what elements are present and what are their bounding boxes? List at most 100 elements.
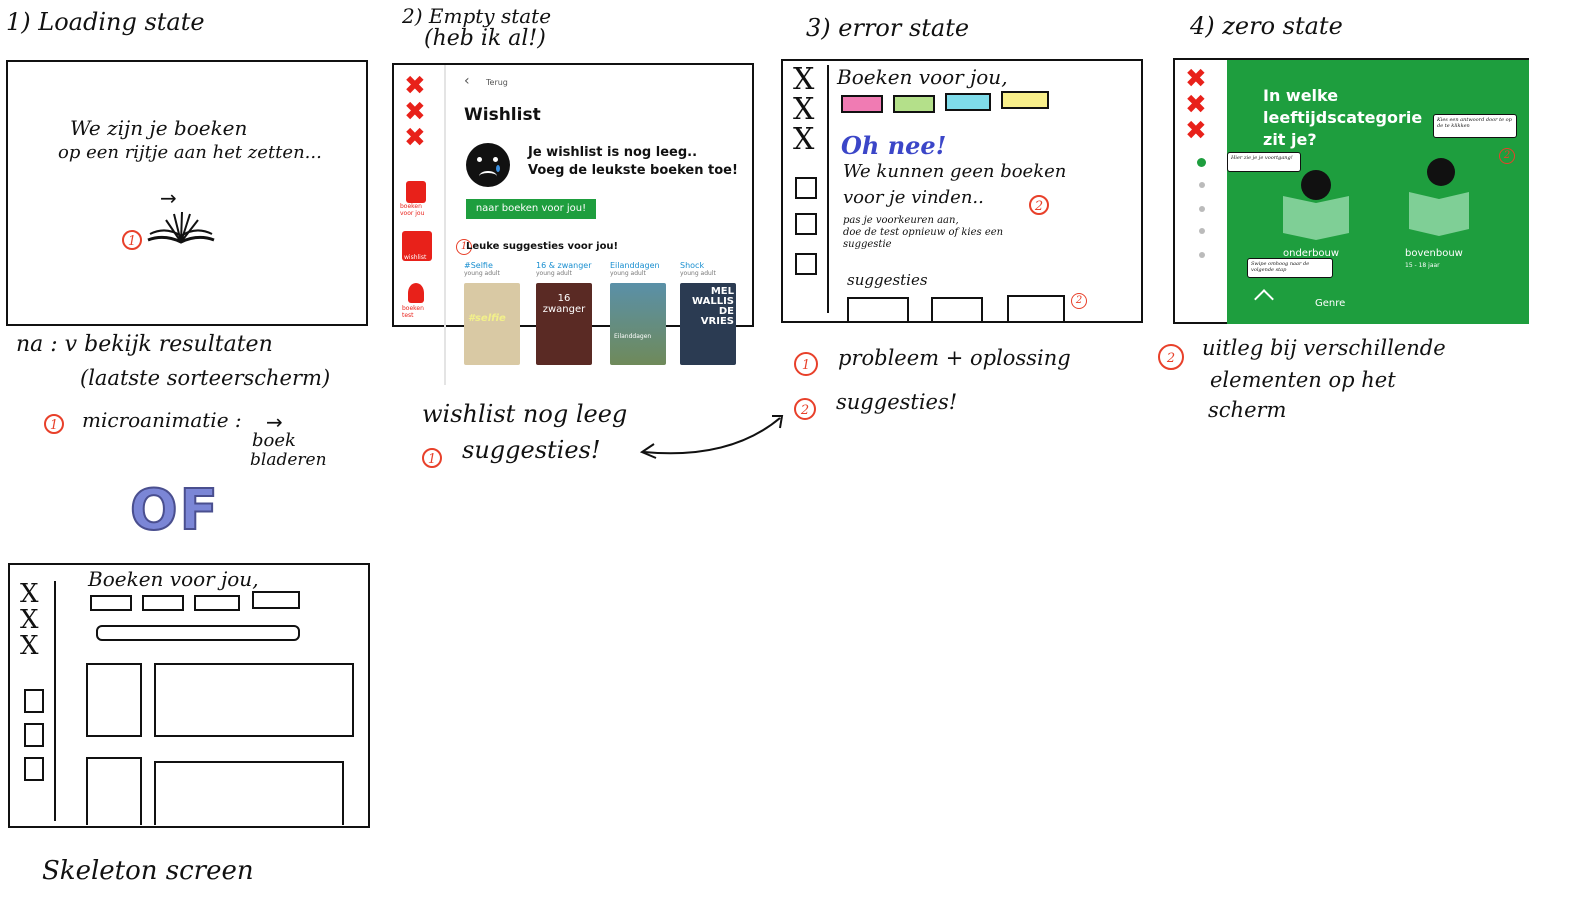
back-chevron-icon[interactable]: ‹ (464, 73, 470, 89)
marker-note3-1: 1 (794, 352, 818, 376)
empty-line-2: Voeg de leukste boeken toe! (528, 163, 738, 178)
micro-detail-2: bladeren (250, 450, 327, 470)
skeleton-caption: Skeleton screen (42, 856, 254, 886)
nav-test-icon[interactable] (408, 283, 424, 303)
book-title-2: 16 & zwanger (536, 261, 592, 270)
marker-zero: 2 (1499, 148, 1515, 164)
option-bovenbouw-sub: 15 - 18 jaar (1405, 262, 1440, 269)
genre-chip-3[interactable] (945, 93, 991, 111)
tooltip-bottom: Swipe omhoog naar de volgende stap (1247, 258, 1333, 278)
book-cover-1: #selfie (464, 283, 520, 365)
error-line-1: We kunnen geen boeken (843, 161, 1067, 182)
sidebar-divider (444, 65, 446, 385)
logo-x-z3: ✖ (1185, 116, 1207, 146)
marker-suggestions: 1 (456, 239, 472, 255)
sad-face-icon (466, 143, 510, 187)
suggestion-card-1[interactable] (847, 297, 909, 323)
marker-error-2: 2 (1029, 195, 1049, 215)
question-line-2: leeftijdscategorie (1263, 108, 1423, 127)
reader-book-icon-2 (1409, 192, 1469, 236)
option-bovenbouw[interactable] (1409, 156, 1473, 246)
book-title-1: #Selfie (464, 261, 493, 270)
skeleton-search-bar (96, 625, 300, 641)
progress-dot-5 (1199, 252, 1205, 258)
genre-chip-2[interactable] (893, 95, 935, 113)
hint-line-3: suggestie (843, 239, 892, 250)
loading-line-2: op een rijtje aan het zetten... (58, 142, 322, 163)
loading-state-frame: We zijn je boeken op een rijtje aan het … (6, 60, 368, 326)
wishlist-title: Wishlist (464, 105, 541, 125)
nav-label-test: boeken test (402, 305, 424, 319)
skeleton-nav-2 (24, 723, 44, 747)
skeleton-row1-thumb (86, 663, 142, 737)
progress-dot-4 (1199, 228, 1205, 234)
tooltip-left: Hier zie je je voortgang! (1227, 152, 1301, 172)
to-books-button[interactable]: naar boeken voor jou! (466, 199, 596, 219)
option-onderbouw[interactable] (1283, 164, 1349, 254)
book-cover-4: MEL WALLIS DE VRIES (680, 283, 736, 365)
book-card-2[interactable]: 16 & zwanger young adult 16 zwanger (536, 261, 592, 365)
error-divider (827, 65, 829, 313)
panel4-note-line3: scherm (1208, 398, 1287, 422)
logo-x-z1: ✖ (1185, 64, 1207, 94)
book-cover-3: Eilanddagen (610, 283, 666, 365)
suggestions-label: suggesties (847, 271, 928, 289)
book-sub-1: young adult (464, 270, 500, 277)
book-card-3[interactable]: Eilanddagen young adult Eilanddagen (610, 261, 666, 365)
panel1-heading: 1) Loading state (6, 8, 205, 36)
skeleton-chip-4 (252, 591, 300, 609)
panel2-heading-line1: 2) Empty state (402, 4, 552, 28)
logo-x-3: ✖ (404, 123, 426, 153)
of-label: OF (129, 477, 220, 544)
skeleton-chip-3 (194, 595, 240, 611)
hint-line-2: doe de test opnieuw of kies een (843, 227, 1004, 238)
error-books-title: Boeken voor jou, (837, 65, 1008, 89)
genre-chip-4[interactable] (1001, 91, 1049, 109)
book-card-4[interactable]: Shock young adult MEL WALLIS DE VRIES (680, 261, 736, 365)
option-bovenbouw-label: bovenbouw (1405, 248, 1463, 259)
loading-line-1: We zijn je boeken (70, 116, 248, 140)
micro-label: microanimatie : (82, 408, 242, 432)
arrow-right-icon: → (160, 186, 177, 210)
genre-chip-1[interactable] (841, 95, 883, 113)
skeleton-nav-3 (24, 757, 44, 781)
zero-state-frame: ✖ ✖ ✖ In welke leeftijdscategorie zit je… (1173, 58, 1529, 324)
progress-dot-active (1197, 158, 1206, 167)
error-line-2: voor je vinden.. (843, 187, 984, 208)
question-line-3: zit je? (1263, 130, 1317, 149)
error-nav-1[interactable] (795, 177, 817, 199)
book-sub-2: young adult (536, 270, 572, 277)
option-onderbouw-label: onderbouw (1283, 248, 1340, 259)
skeleton-books-title: Boeken voor jou, (88, 567, 259, 591)
panel1-note-line1: na : v bekijk resultaten (16, 332, 273, 357)
marker-suggestions-2: 2 (1071, 293, 1087, 309)
book-sub-3: young adult (610, 270, 646, 277)
progress-dot-2 (1199, 182, 1205, 188)
chevron-up-icon[interactable] (1254, 289, 1274, 309)
suggestion-card-3[interactable] (1007, 295, 1065, 323)
nav-label-boeken: boeken voor jou (400, 203, 425, 217)
reader-book-icon (1283, 196, 1349, 240)
error-title: Oh nee! (841, 131, 947, 160)
book-card-1[interactable]: #Selfie young adult #selfie (464, 261, 520, 365)
logo-x-z2: ✖ (1185, 90, 1207, 120)
reader-head-icon-2 (1427, 158, 1455, 186)
suggestion-card-2[interactable] (931, 297, 983, 323)
genre-next-label[interactable]: Genre (1315, 298, 1346, 309)
panel4-note-line2: elementen op het (1210, 368, 1396, 392)
micro-detail-1: boek (252, 430, 296, 451)
panel1-note-line2: (laatste sorteerscherm) (80, 366, 331, 390)
nav-book-icon[interactable] (406, 181, 426, 203)
error-nav-2[interactable] (795, 213, 817, 235)
tooltip-right: Kies een antwoord door te op de te klikk… (1433, 114, 1517, 138)
back-link[interactable]: Terug (486, 78, 508, 87)
skeleton-nav-1 (24, 689, 44, 713)
nav-wishlist-icon[interactable] (402, 231, 432, 261)
arrow-right-icon-2: → (266, 410, 283, 434)
error-nav-3[interactable] (795, 253, 817, 275)
marker-note4: 2 (1158, 344, 1184, 370)
